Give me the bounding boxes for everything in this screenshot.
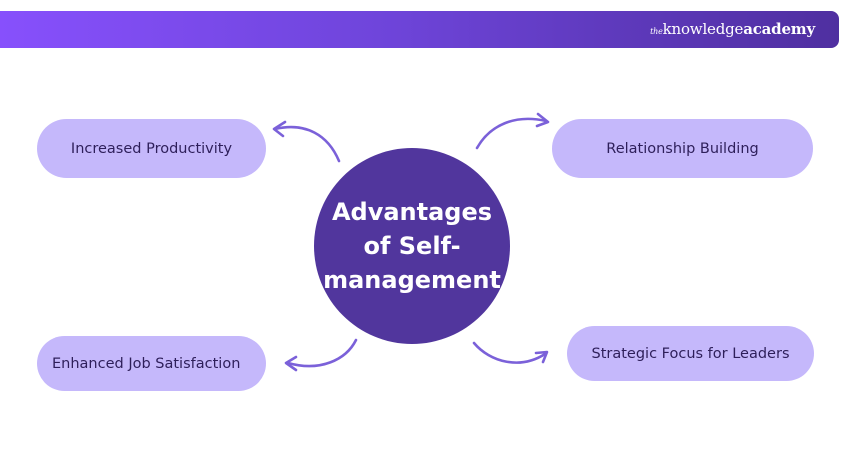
brand-middle: knowledge [662,20,744,38]
node-increased-productivity: Increased Productivity [37,119,266,178]
brand-logo: theknowledgeacademy [650,20,815,38]
arrow-to-increased-productivity [273,125,341,163]
arrow-head-top-left [272,120,287,138]
node-enhanced-job-satisfaction: Enhanced Job Satisfaction [37,336,266,391]
center-topic-title: Advantages of Self- management [317,195,507,297]
brand-prefix: the [650,27,663,36]
brand-suffix: academy [743,20,815,38]
node-label: Increased Productivity [70,140,233,157]
arrow-head-bottom-right [534,350,549,364]
arrow-head-top-right [535,112,550,128]
header-bar: theknowledgeacademy [0,11,839,48]
node-label: Enhanced Job Satisfaction [52,355,241,372]
node-strategic-focus-for-leaders: Strategic Focus for Leaders [567,326,814,381]
node-label: Strategic Focus for Leaders [591,345,790,362]
center-topic-circle: Advantages of Self- management [314,148,510,344]
center-title-line-1: Advantages [331,198,493,226]
node-label: Relationship Building [606,140,759,157]
arrow-to-strategic-focus [472,341,547,364]
arrow-to-enhanced-job-satisfaction [286,338,358,368]
node-relationship-building: Relationship Building [552,119,813,178]
center-title-line-3: management [323,266,501,294]
center-title-line-2: of Self- [363,232,461,260]
arrow-head-bottom-left [284,355,298,372]
arrow-to-relationship-building [475,117,548,150]
